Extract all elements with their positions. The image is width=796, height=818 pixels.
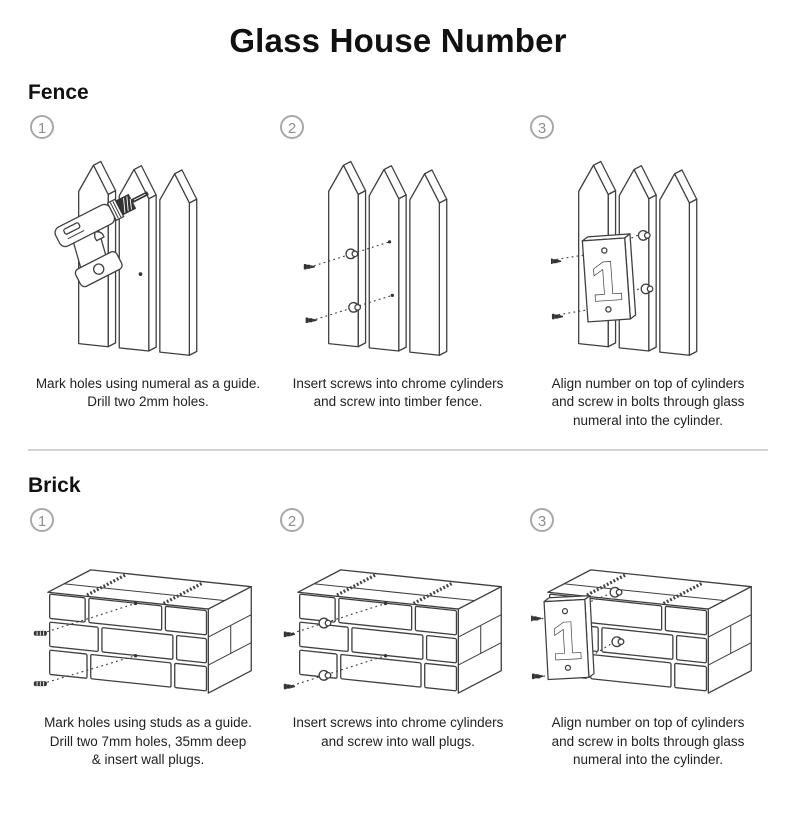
brick-step1-illustration <box>28 540 268 708</box>
fence-step3-illustration <box>528 145 768 371</box>
step-caption: Align number on top of cylinders and scr… <box>551 376 745 428</box>
wall-plug-icon <box>33 681 48 687</box>
drill-hole-mark <box>134 602 138 606</box>
page-title: Glass House Number <box>229 22 567 59</box>
leader-line <box>313 241 390 267</box>
step-caption: Mark holes using numeral as a guide. Dri… <box>35 376 261 410</box>
brick-step3-illustration <box>528 540 768 708</box>
screw-icon <box>303 264 315 270</box>
drill-hole-mark <box>384 654 388 658</box>
leader-line <box>556 252 598 261</box>
drill-hole-mark <box>384 602 388 606</box>
fence-drill-drawing <box>52 145 245 371</box>
screw-icon <box>284 631 296 638</box>
drill-hole-mark <box>390 293 395 298</box>
fence-step1-illustration <box>28 145 268 371</box>
leader-line <box>292 655 387 687</box>
glass-number-plate <box>543 595 596 681</box>
instruction-sheet: Glass House Number Fence 1 Mark holes us… <box>0 22 796 818</box>
brick-step2-illustration <box>278 540 518 708</box>
brick-step-3: 3 Align number on top <box>528 498 768 769</box>
fence-step-2: 2 Insert screws into chrome cylinde <box>278 105 518 433</box>
section-divider <box>28 449 768 452</box>
wall-plug-icon <box>33 630 48 637</box>
bolt-icon <box>552 313 564 320</box>
fence-step2-illustration <box>278 145 518 371</box>
brick-plate-drawing <box>531 568 754 696</box>
leader-line <box>42 655 137 685</box>
leader-line <box>572 592 612 610</box>
leader-line <box>292 603 387 635</box>
step-number-badge: 2 <box>280 115 304 140</box>
step-number-badge: 1 <box>30 508 54 533</box>
leader-line <box>558 307 598 316</box>
bolt-icon <box>551 258 562 265</box>
brick-mark-drawing <box>33 568 254 696</box>
brick-wall-icon <box>46 568 254 696</box>
fence-step-3: 3 Align number on top <box>528 105 768 433</box>
step-number-badge: 2 <box>280 508 304 533</box>
drill-hole-mark <box>138 272 143 277</box>
step-caption: Mark holes using studs as a guide. Drill… <box>44 715 252 768</box>
picket-fence-icon <box>329 159 447 356</box>
step-caption: Insert screws into chrome cylinders and … <box>292 715 504 749</box>
leader-line <box>42 603 137 635</box>
section-fence: Fence 1 Mark holes using numeral as a gu… <box>28 80 768 433</box>
fence-steps-row: 1 Mark holes using numeral as a guide. D… <box>28 105 768 433</box>
step-number-badge: 3 <box>530 115 554 140</box>
step-number-badge: 3 <box>530 508 554 533</box>
step-caption: Insert screws into chrome cylinders and … <box>292 376 504 410</box>
brick-step-1: 1 Mark holes using studs as a guide. Dri… <box>28 498 268 769</box>
leader-line <box>315 294 393 320</box>
screw-icon <box>305 317 317 324</box>
step-number-badge: 1 <box>30 115 54 140</box>
brick-steps-row: 1 Mark holes using studs as a guide. Dri… <box>28 498 768 769</box>
section-brick-heading: Brick <box>28 474 81 498</box>
fence-step-1: 1 Mark holes using numeral as a guide. D… <box>28 105 268 433</box>
fence-screws-drawing <box>303 145 495 371</box>
bolt-icon <box>532 673 544 680</box>
fence-plate-drawing <box>551 145 745 371</box>
step-caption: Align number on top of cylinders and scr… <box>551 715 745 768</box>
screw-icon <box>284 684 296 690</box>
brick-screws-drawing <box>284 568 504 696</box>
bolt-icon <box>531 615 542 622</box>
section-fence-heading: Fence <box>28 80 89 104</box>
drill-hole-mark <box>134 654 138 658</box>
section-brick: Brick 1 Mark holes using studs as a guid <box>28 473 768 769</box>
glass-number-plate <box>581 233 637 323</box>
brick-step-2: 2 Insert screws into chrome cylinde <box>278 498 518 769</box>
drill-hole-mark <box>388 240 392 244</box>
